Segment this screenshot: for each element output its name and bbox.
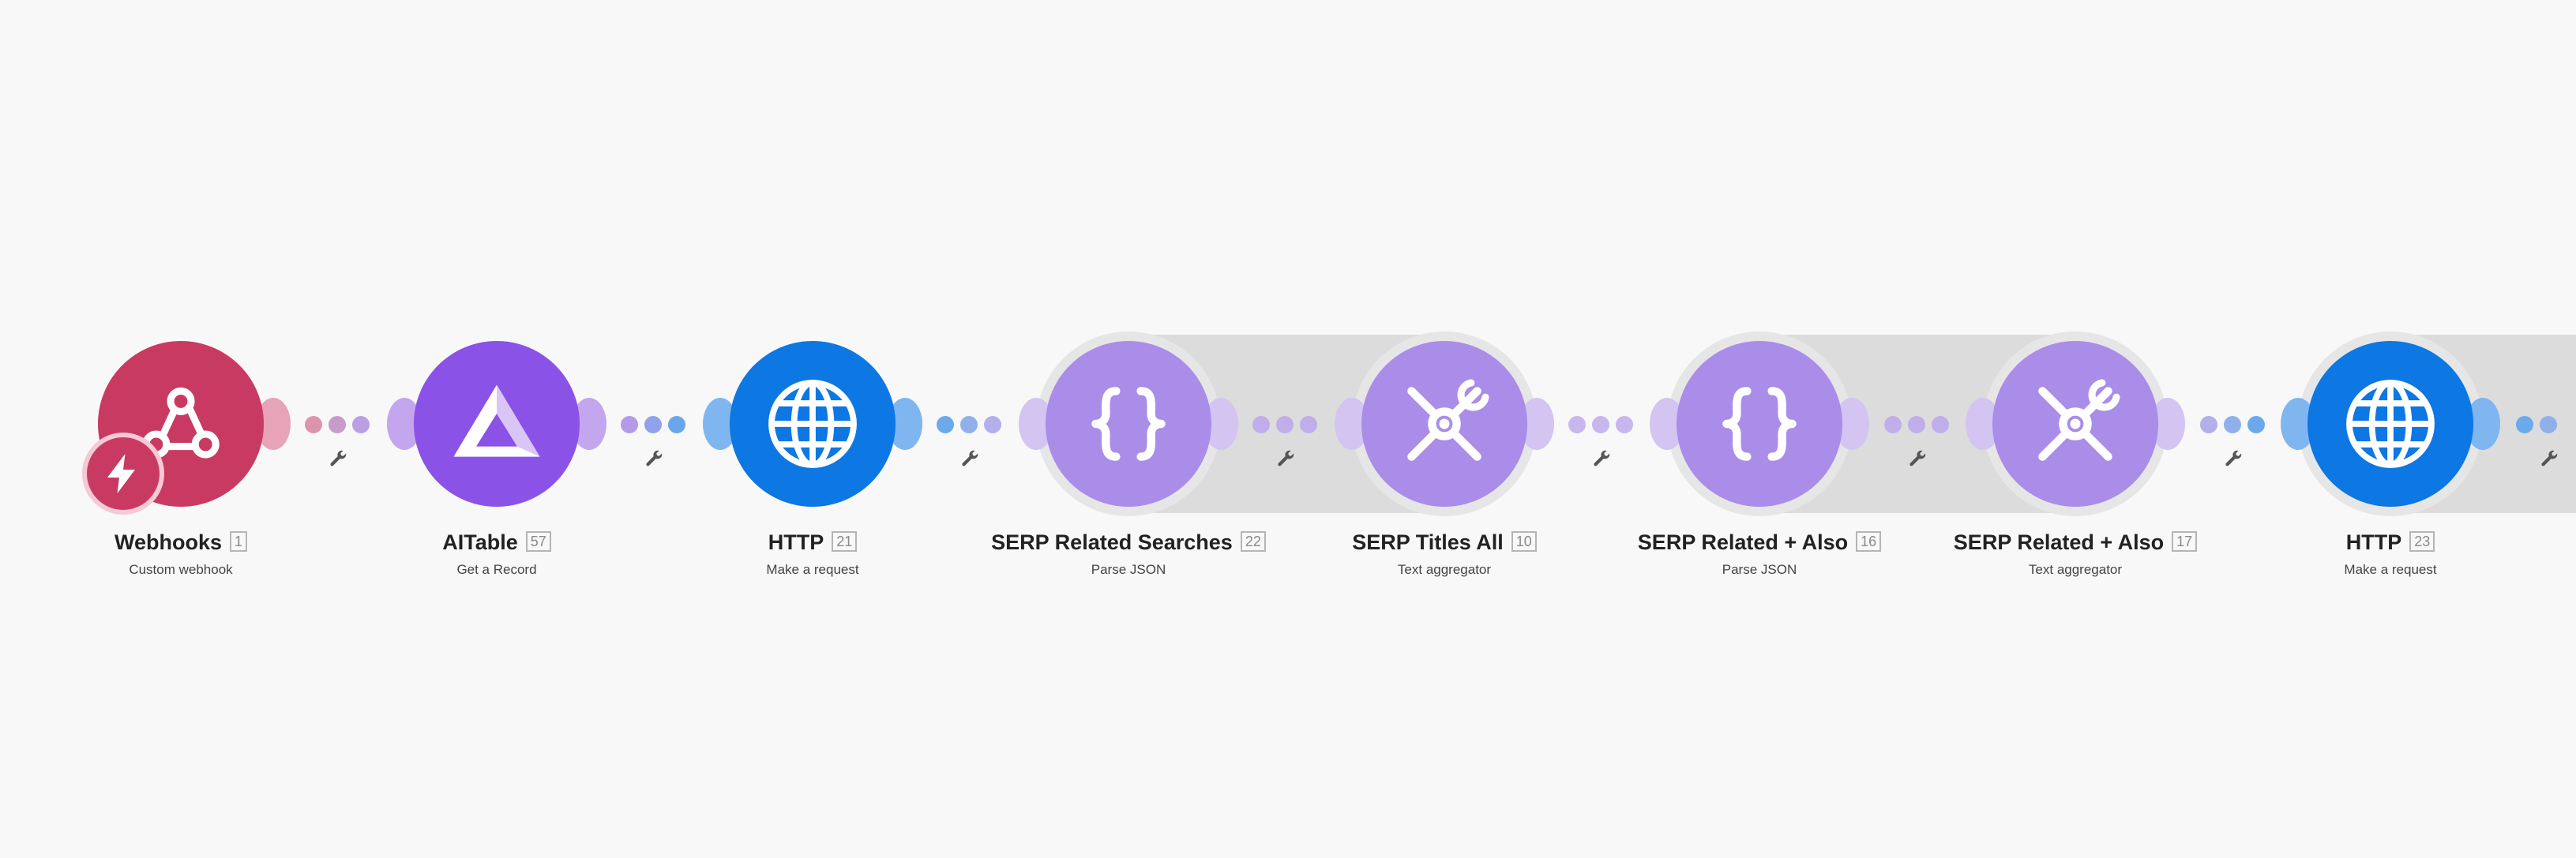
module-number-badge: 16 bbox=[1856, 531, 1882, 552]
module-number-badge: 22 bbox=[1240, 531, 1266, 552]
module-webhooks-1[interactable] bbox=[82, 341, 291, 515]
wrench-icon[interactable] bbox=[2223, 449, 2244, 470]
module-serp-related-also-16[interactable] bbox=[1650, 332, 1869, 516]
module-subtitle: Get a Record bbox=[456, 562, 537, 577]
lightning-bolt-icon[interactable] bbox=[82, 433, 164, 515]
aitable-logo-icon bbox=[414, 341, 580, 507]
module-number-badge: 10 bbox=[1511, 531, 1537, 552]
module-http-21[interactable] bbox=[703, 341, 922, 507]
module-subtitle: Parse JSON bbox=[1091, 562, 1166, 577]
wrench-icon[interactable] bbox=[644, 449, 664, 470]
wrench-icon[interactable] bbox=[328, 449, 348, 470]
wrench-icon[interactable] bbox=[1591, 449, 1612, 470]
wrench-icon[interactable] bbox=[959, 449, 980, 470]
curly-braces-icon bbox=[1677, 341, 1842, 507]
module-subtitle: Make a request bbox=[766, 562, 859, 577]
module-serp-related-also-17[interactable] bbox=[1966, 332, 2185, 516]
module-number-badge: 17 bbox=[2172, 531, 2198, 552]
module-serp-titles-all-10[interactable] bbox=[1335, 332, 1554, 516]
wrench-icon[interactable] bbox=[1907, 449, 1928, 470]
module-subtitle: Text aggregator bbox=[1397, 562, 1492, 577]
module-number-badge: 21 bbox=[832, 531, 858, 552]
module-serp-related-searches-22[interactable] bbox=[1019, 332, 1238, 516]
wrench-icon[interactable] bbox=[1275, 449, 1296, 470]
module-subtitle: Parse JSON bbox=[1722, 562, 1797, 577]
wrench-icon[interactable] bbox=[2539, 449, 2559, 470]
tools-icon bbox=[1992, 341, 2158, 507]
globe-icon bbox=[2308, 341, 2473, 507]
tools-icon bbox=[1361, 341, 1527, 507]
module-subtitle: Make a request bbox=[2344, 562, 2437, 577]
module-subtitle: Custom webhook bbox=[129, 562, 233, 577]
module-http-23[interactable] bbox=[2281, 332, 2500, 516]
module-number-badge: 23 bbox=[2409, 531, 2435, 552]
globe-icon bbox=[730, 341, 896, 507]
module-number-badge: 1 bbox=[230, 531, 248, 552]
module-subtitle: Text aggregator bbox=[2028, 562, 2123, 577]
module-number-badge: 57 bbox=[525, 531, 551, 552]
curly-braces-icon bbox=[1046, 341, 1211, 507]
module-aitable-57[interactable] bbox=[387, 341, 606, 507]
